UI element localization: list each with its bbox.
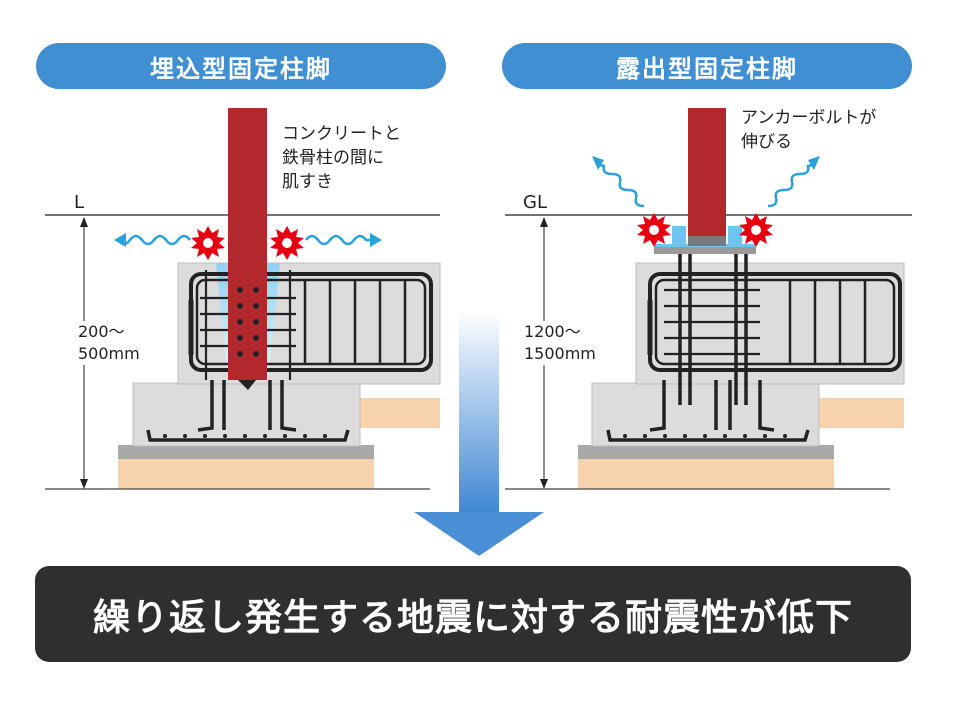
right-ground-label: GL [523, 192, 547, 213]
left-callout: コンクリートと 鉄骨柱の間に 肌すき [282, 124, 401, 192]
right-gap-left [672, 226, 686, 246]
left-burst-icon-2 [270, 226, 304, 260]
left-studs [237, 287, 259, 357]
left-soil [118, 459, 374, 489]
left-foundation [45, 108, 441, 490]
right-soil-side [818, 398, 904, 428]
right-wave-left [599, 163, 645, 208]
right-burst-icon-2 [739, 213, 773, 247]
exposed-type-title: 露出型固定柱脚 [502, 43, 912, 89]
embedded-type-title: 埋込型固定柱脚 [36, 43, 446, 89]
left-footing-rebar [146, 380, 350, 442]
right-gap-right [728, 226, 742, 246]
right-depth-label: 1200〜 1500mm [524, 321, 596, 365]
left-soil-side [358, 398, 440, 428]
right-wave-right [767, 163, 813, 208]
left-burst-icon [191, 226, 225, 260]
left-steel-column [228, 108, 267, 380]
left-wave-left [115, 234, 191, 246]
right-steel-column [688, 108, 726, 236]
left-stirrups [303, 280, 407, 364]
left-gravel [118, 445, 374, 459]
right-gravel [578, 445, 834, 459]
right-stirrups [788, 280, 867, 364]
right-soil [578, 459, 834, 489]
left-wave-right [305, 234, 370, 246]
left-ground-label: L [74, 192, 85, 213]
left-depth-label: 200〜 500mm [78, 321, 140, 365]
right-callout: アンカーボルトが 伸びる [741, 108, 877, 152]
right-foundation [505, 108, 912, 490]
right-base-plate [654, 246, 756, 254]
right-anchor-bolts [606, 248, 810, 442]
result-arrow [414, 310, 544, 556]
right-burst-icon [637, 213, 671, 247]
conclusion-banner: 繰り返し発生する地震に対する耐震性が低下 [35, 566, 911, 662]
